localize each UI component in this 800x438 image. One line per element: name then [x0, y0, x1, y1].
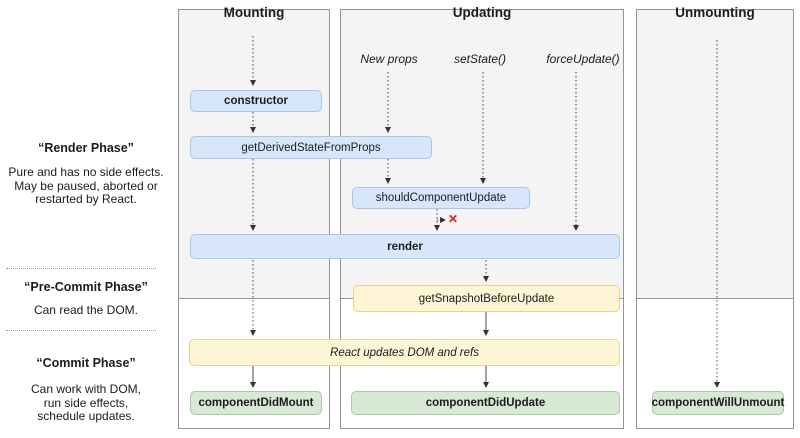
commit-phase-line: Can work with DOM,: [30, 382, 142, 396]
column-unmounting: [636, 9, 794, 429]
stop-x-icon: ✕: [448, 212, 459, 226]
render-phase-line: Pure and has no side effects.: [8, 165, 164, 179]
render-phase-line: restarted by React.: [35, 192, 137, 206]
node-should-component-update: shouldComponentUpdate: [352, 187, 530, 209]
pre-commit-phase-description: Can read the DOM.: [0, 303, 172, 318]
node-component-will-unmount: componentWillUnmount: [652, 391, 784, 415]
trigger-set-state: setState(): [453, 52, 507, 66]
render-phase-title: “Render Phase”: [38, 141, 134, 155]
commit-phase-description: Can work with DOM, run side effects, sch…: [0, 382, 172, 424]
node-get-derived-state-from-props: getDerivedStateFromProps: [190, 136, 432, 159]
column-title-updating: Updating: [452, 5, 512, 20]
trigger-force-update: forceUpdate(): [546, 52, 620, 66]
column-mounting: [178, 9, 330, 429]
render-phase-description: Pure and has no side effects. May be pau…: [0, 165, 172, 207]
node-react-updates-dom-and-refs: React updates DOM and refs: [189, 339, 620, 366]
column-title-mounting: Mounting: [223, 5, 285, 20]
column-updating: [340, 9, 624, 429]
node-get-snapshot-before-update: getSnapshotBeforeUpdate: [353, 285, 620, 312]
pre-commit-phase-line: Can read the DOM.: [33, 303, 139, 317]
node-render: render: [190, 234, 620, 259]
node-constructor: constructor: [190, 90, 322, 112]
commit-phase-title: “Commit Phase”: [36, 356, 136, 370]
column-title-unmounting: Unmounting: [675, 5, 755, 20]
unmounting-render-phase-area: [637, 10, 793, 299]
node-component-did-update: componentDidUpdate: [351, 391, 620, 415]
commit-phase-line: run side effects,: [43, 395, 129, 410]
node-component-did-mount: componentDidMount: [190, 391, 322, 415]
commit-phase-line: schedule updates.: [37, 409, 135, 423]
phase-separator: [6, 330, 156, 331]
phase-separator: [6, 268, 156, 269]
pre-commit-phase-title: “Pre-Commit Phase”: [24, 280, 148, 294]
trigger-new-props: New props: [360, 52, 418, 66]
render-phase-line: May be paused, aborted or: [14, 178, 158, 193]
